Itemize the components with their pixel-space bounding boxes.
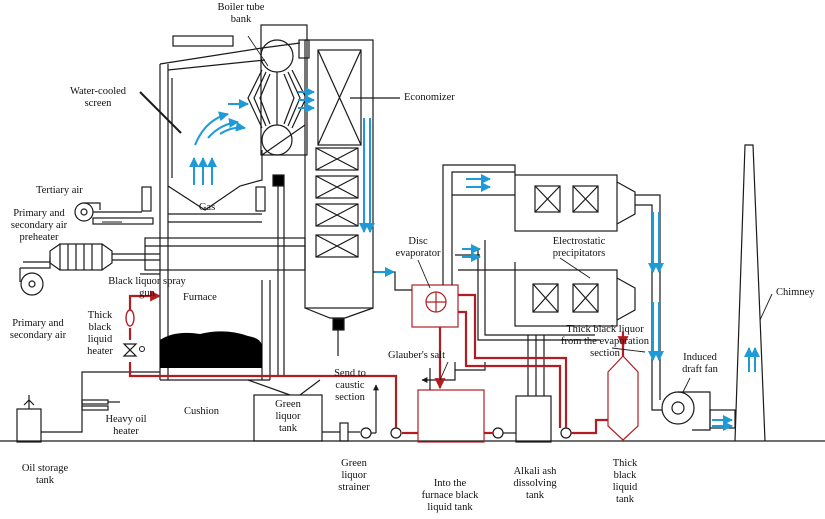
gas-flow-to-fan [648,212,664,361]
label-glaubers-salt: Glauber's salt [388,350,446,361]
label-alkali-ash-dissolving-tank: Alkali ash dissolving tank [513,466,557,501]
label-heavy-oil-heater: Heavy oil heater [105,414,147,437]
green-liquor-pump [360,427,372,439]
label-disc-evaporator: Disc evaporator [395,236,441,259]
label-cushion: Cushion [184,406,220,417]
primary-air-fan [19,257,51,296]
air-preheater [49,237,306,271]
heavy-oil-heater [81,399,120,411]
label-air-preheater: Primary and secondary air preheater [10,208,68,243]
label-oil-storage-tank: Oil storage tank [21,463,69,486]
pump-1 [390,427,402,439]
oil-storage-tank [16,408,42,443]
label-induced-draft-fan: Induced draft fan [682,352,718,375]
label-black-liquor-spray-gun: Black liquor spray gun [108,276,186,299]
gas-flow-economizer-down [359,118,375,233]
label-boiler-tube-bank: Boiler tube bank [217,2,265,25]
label-thick-black-liquor-from-evaporation: Thick black liquor from the evaporation … [560,324,650,359]
label-gas: Gas [198,202,216,213]
gas-flow-furnace-up [189,157,217,185]
furnace-black-liquid-tank [417,389,485,443]
label-into-furnace-black-liquid-tank: Into the furnace black liquid tank [421,478,479,513]
ash-hopper-right [332,318,345,331]
chimney [734,144,766,442]
label-send-to-caustic: Send to caustic section [334,368,366,403]
furnace-walls [159,35,271,381]
gas-flow-curved [194,99,249,146]
pump-3 [560,427,572,439]
label-thick-black-liquid-heater: Thick black liquid heater [87,310,113,357]
gas-flow-esp-upper [466,174,491,192]
disc-evaporator [411,284,459,328]
economizer-column [261,39,374,356]
label-green-liquor-strainer: Green liquor strainer [338,458,370,493]
label-thick-black-liquid-tank: Thick black liquid tank [612,458,638,505]
boiler-tube-bank [247,24,308,156]
pump-2 [492,427,504,439]
thick-black-liquid-heater [125,309,135,327]
label-water-cooled-screen: Water-cooled screen [69,86,127,109]
water-cooled-screen [139,91,182,134]
drum-post [298,39,310,59]
esp-upper [514,174,661,320]
air-port-left [141,186,152,212]
liquor-valve [122,343,138,357]
label-electrostatic-precipitators: Electrostatic precipitators [552,236,606,259]
green-liquor-tank [253,394,323,442]
label-tertiary-air: Tertiary air [36,185,83,196]
esp-lower [514,269,636,327]
gas-flow-economizer-in [298,87,315,113]
label-furnace: Furnace [183,292,217,303]
gas-flow-to-chimney [712,347,760,431]
gas-flow-esp-lower [462,244,481,262]
air-port-right [255,186,266,212]
smelt-bed-cushion [160,331,262,368]
alkali-ash-dissolving-tank [515,395,552,443]
esp-ducts [442,164,600,341]
ash-hopper-left [272,174,285,187]
label-primary-secondary-air: Primary and secondary air [9,318,67,341]
green-liquor-strainer [339,422,349,442]
thick-black-liquid-tank [607,355,639,441]
tertiary-air-fan [74,202,154,225]
label-chimney: Chimney [776,287,815,298]
label-green-liquor-tank: Green liquor tank [275,399,301,434]
label-economizer: Economizer [404,92,455,103]
